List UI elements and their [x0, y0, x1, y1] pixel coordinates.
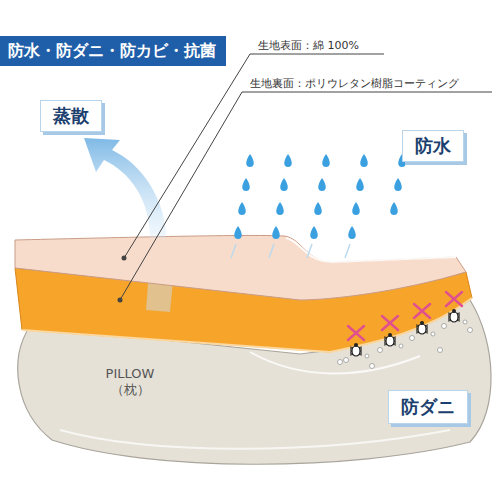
coating-edge	[22, 298, 472, 352]
node-text: （枕）	[70, 382, 190, 398]
cross-mark	[382, 316, 398, 330]
feature-box: 蒸散	[40, 100, 102, 132]
mite-body	[386, 336, 394, 346]
water-drop	[284, 154, 292, 167]
mite-head	[420, 321, 424, 325]
bubble	[344, 358, 349, 363]
leader-label: 生地表面：綿 100%	[258, 38, 359, 53]
feature-box: 防水	[402, 130, 464, 162]
water-drop	[310, 226, 318, 239]
water-drop	[314, 202, 322, 215]
leader-dot	[122, 256, 127, 261]
pillow-crease	[250, 352, 420, 374]
bubble	[338, 360, 343, 365]
splash-line	[345, 244, 350, 258]
cross-mark	[414, 304, 430, 318]
node-text: 防水	[403, 131, 463, 161]
cotton-layer	[15, 235, 466, 300]
bubble	[463, 320, 467, 324]
mite-head	[452, 309, 456, 313]
bubble	[438, 348, 443, 353]
cross-mark	[446, 292, 462, 306]
water-drop	[318, 178, 326, 191]
water-drop	[322, 154, 330, 167]
leader-dot	[118, 298, 123, 303]
bubble	[442, 324, 447, 329]
water-drop	[390, 202, 398, 215]
mite-body	[418, 324, 426, 334]
mite-head	[354, 343, 358, 347]
water-drop	[272, 226, 280, 239]
evaporation-arrow	[84, 138, 166, 238]
water-drop	[394, 178, 402, 191]
water-drop	[242, 178, 250, 191]
pillow-label-area: PILLOW（枕）	[70, 366, 190, 398]
water-drop	[356, 178, 364, 191]
title-banner: 防水・防ダニ・防カビ・抗菌	[0, 36, 226, 66]
node-text: 蒸散	[41, 101, 101, 131]
pillow-crease	[60, 430, 450, 449]
mite-body	[352, 346, 360, 356]
leader-line	[120, 92, 492, 300]
water-drop	[234, 226, 242, 239]
node-text: PILLOW	[70, 366, 190, 382]
bubble	[468, 328, 473, 333]
water-drop	[360, 154, 368, 167]
water-drop	[280, 178, 288, 191]
bubble	[431, 332, 435, 336]
water-drop	[246, 154, 254, 167]
cross-mark	[348, 326, 364, 340]
node-text: 防ダニ	[389, 391, 467, 423]
leader-label: 生地裏面：ポリウレタン樹脂コーティング	[250, 76, 459, 91]
water-drop	[348, 226, 356, 239]
cotton-highlight	[286, 238, 456, 262]
bubble	[378, 348, 383, 353]
splash-line	[307, 244, 312, 258]
mite-body	[450, 312, 458, 322]
mite-head	[388, 333, 392, 337]
feature-box: 防ダニ	[388, 390, 468, 424]
water-drop	[276, 202, 284, 215]
bubble	[365, 354, 369, 358]
bubble	[410, 336, 415, 341]
splash-line	[231, 244, 236, 258]
water-drop	[238, 202, 246, 215]
splash-line	[269, 244, 274, 258]
bubble	[399, 344, 403, 348]
water-drop	[352, 202, 360, 215]
bubble	[370, 364, 375, 369]
